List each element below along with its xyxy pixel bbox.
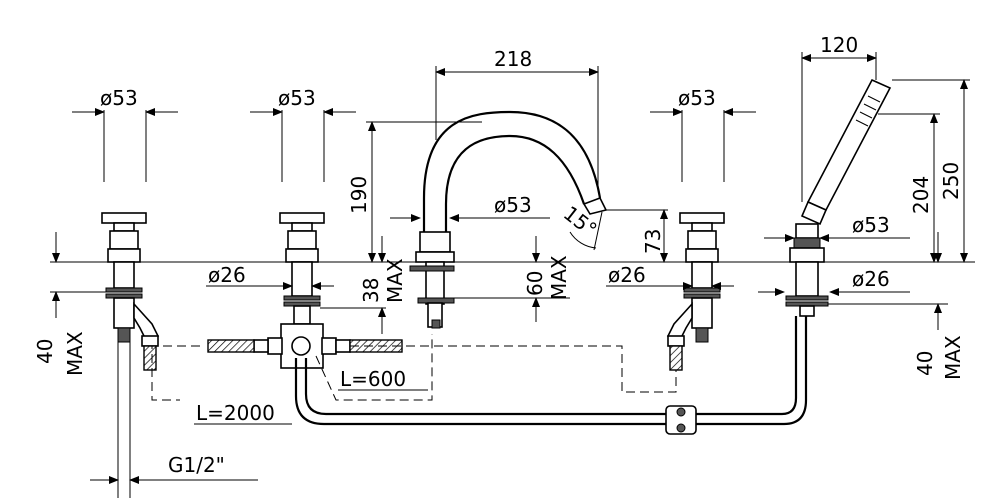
dim-right-shank-diameter: ø26 [608,263,646,287]
dim-right-max-label: MAX [941,335,965,380]
dim-hand-shower-shank-diameter: ø26 [852,267,890,291]
dim-spout-outlet-height: 73 [641,229,665,254]
flex-hose-right [350,345,677,393]
dim-left-tap-diameter: ø53 [100,86,138,110]
hand-shower [785,78,892,317]
dim-diverter-max-depth: 38 [359,278,383,303]
dim-spout-base-diameter: ø53 [494,193,532,217]
dim-hand-shower-base-diameter: ø53 [852,213,890,237]
right-cross-handle-valve [666,212,725,371]
dim-left-max-label: MAX [63,331,87,376]
dim-left-max-depth: 40 [33,339,57,364]
dim-hand-shower-204: 204 [909,176,933,214]
dim-hand-shower-width: 120 [820,33,858,57]
shower-hose-inner [304,316,798,416]
mixing-valve-block [207,323,403,369]
dim-spout-max-depth: 60 [523,271,547,296]
dim-spout-max-label: MAX [547,255,571,300]
dim-spout-height: 190 [347,176,371,214]
label-hose-l600: L=600 [340,367,406,391]
dim-hand-shower-250: 250 [939,162,963,200]
flex-hose-l2000 [151,345,200,401]
dim-diverter-max-label: MAX [383,258,407,303]
diverter-cross-handle-valve [279,212,325,325]
dim-spout-reach: 218 [494,47,532,71]
dim-diverter-shank-diameter: ø26 [208,263,246,287]
label-hose-l2000: L=2000 [196,401,275,425]
dim-diverter-tap-diameter: ø53 [278,86,316,110]
label-thread-size: G1/2" [168,453,225,477]
dim-right-tap-diameter: ø53 [678,86,716,110]
hose-clip [665,405,697,435]
dim-right-max-depth: 40 [913,351,937,376]
left-cross-handle-valve [101,212,160,371]
